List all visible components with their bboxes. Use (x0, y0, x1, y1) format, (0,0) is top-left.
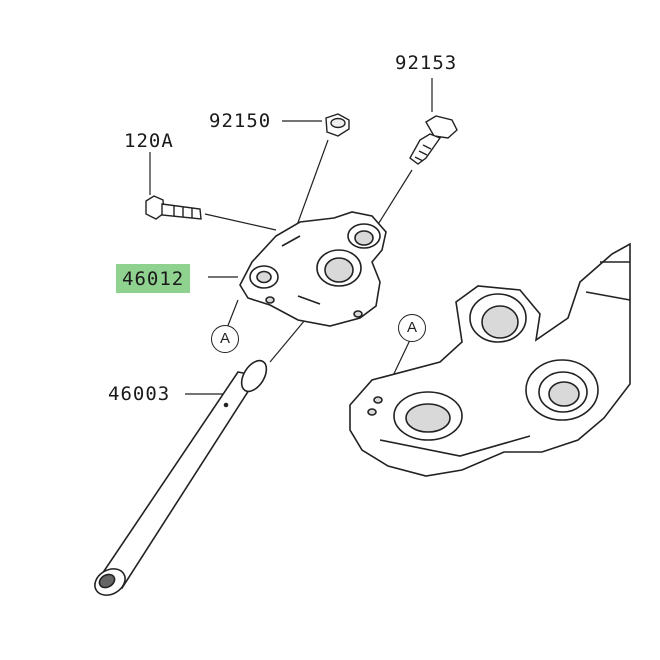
part-number-92150: 92150 (209, 110, 272, 132)
part-number-120a: 120A (124, 130, 174, 152)
bolt-92153 (409, 115, 458, 165)
part-number-46012: 46012 (116, 264, 191, 293)
reference-marker-a-left: A (211, 325, 239, 353)
bolt-92150 (325, 113, 350, 137)
holder-46012 (239, 211, 387, 327)
part-number-92153: 92153 (395, 52, 458, 74)
reference-marker-a-right: A (398, 314, 426, 342)
tube-46003 (94, 359, 268, 596)
part-number-46003: 46003 (108, 383, 171, 405)
axis-92150 (295, 139, 329, 229)
axis-120a (204, 213, 277, 231)
bolt-120a (145, 195, 202, 220)
leader-a-left (226, 299, 239, 329)
triple-clamp (349, 242, 631, 477)
